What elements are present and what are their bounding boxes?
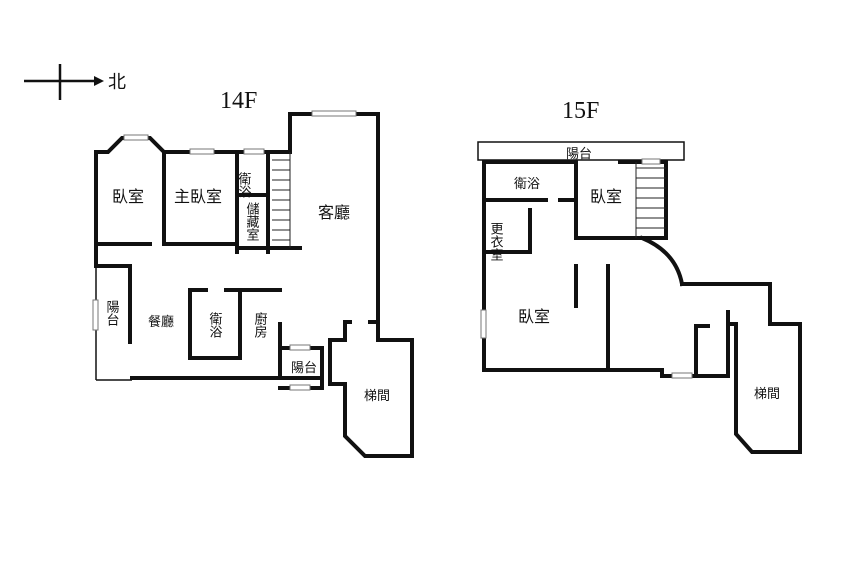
north-arrow-icon <box>94 76 104 86</box>
room-label-bathroom-top: 衛浴 <box>237 172 252 198</box>
room-label-bedroom-small: 臥室 <box>590 188 622 206</box>
room-label-storage: 儲藏室 <box>245 202 260 241</box>
floor-14-walls <box>94 112 414 458</box>
room-label-stairwell-15: 梯間 <box>754 386 780 401</box>
room-label-master-bedroom: 主臥室 <box>174 188 222 206</box>
room-label-closet: 更衣室 <box>489 222 504 261</box>
floor-14: 14F <box>92 88 414 458</box>
room-label-living-room: 客廳 <box>318 203 350 222</box>
room-label-kitchen: 廚房 <box>253 311 268 338</box>
floor-15-title: 15F <box>562 98 599 124</box>
room-label-bedroom-large: 臥室 <box>518 308 550 326</box>
floor-15-stairs <box>635 162 666 238</box>
room-label-balcony-west: 陽台 <box>105 300 120 326</box>
room-label-dining: 餐廳 <box>148 314 174 329</box>
floor-15-windows <box>480 158 693 379</box>
compass: 北 <box>24 64 126 100</box>
floor-14-windows <box>92 110 357 391</box>
floor-15: 15F <box>477 98 802 454</box>
room-label-bedroom: 臥室 <box>112 188 144 206</box>
compass-north-label: 北 <box>108 72 126 92</box>
floor-14-title: 14F <box>220 88 257 114</box>
room-label-bathroom-center: 衛浴 <box>208 312 223 338</box>
room-label-balcony-south: 陽台 <box>291 360 317 375</box>
room-label-balcony-15: 陽台 <box>566 146 592 161</box>
room-label-stairwell-14: 梯間 <box>364 388 390 403</box>
floor-14-stairs <box>272 152 291 248</box>
room-label-bathroom-15: 衛浴 <box>514 176 540 191</box>
